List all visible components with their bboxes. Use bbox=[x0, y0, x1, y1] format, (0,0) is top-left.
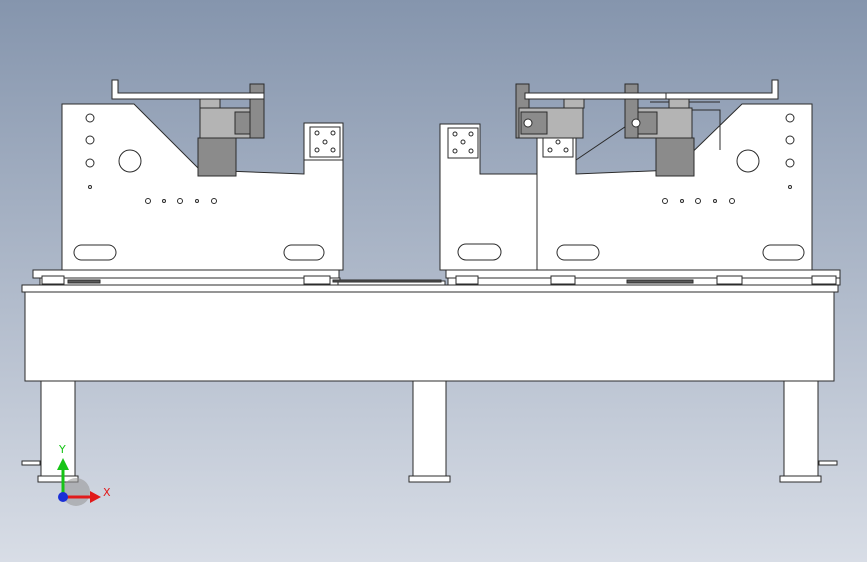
left-base-plate bbox=[32, 269, 340, 279]
center-clamp bbox=[515, 83, 667, 139]
x-axis-label: X bbox=[103, 486, 111, 499]
orientation-triad bbox=[57, 458, 101, 506]
y-axis-label: Y bbox=[59, 443, 66, 456]
right-base-plate bbox=[445, 269, 841, 279]
left-mount-block bbox=[309, 126, 341, 158]
left-fixture-plate bbox=[61, 103, 344, 271]
left-clamp bbox=[111, 79, 265, 177]
middle-leg bbox=[408, 380, 451, 483]
base-rails bbox=[39, 277, 841, 286]
y-axis-arrowhead bbox=[57, 458, 69, 470]
left-leg bbox=[21, 380, 79, 483]
locating-blocks bbox=[41, 275, 837, 285]
right-fixture-plate bbox=[536, 101, 813, 271]
triad-origin-shadow bbox=[62, 478, 90, 506]
right-leg bbox=[779, 380, 838, 483]
x-axis-arrowhead bbox=[90, 491, 101, 503]
base-beam bbox=[21, 284, 839, 382]
z-axis-dot bbox=[58, 492, 68, 502]
